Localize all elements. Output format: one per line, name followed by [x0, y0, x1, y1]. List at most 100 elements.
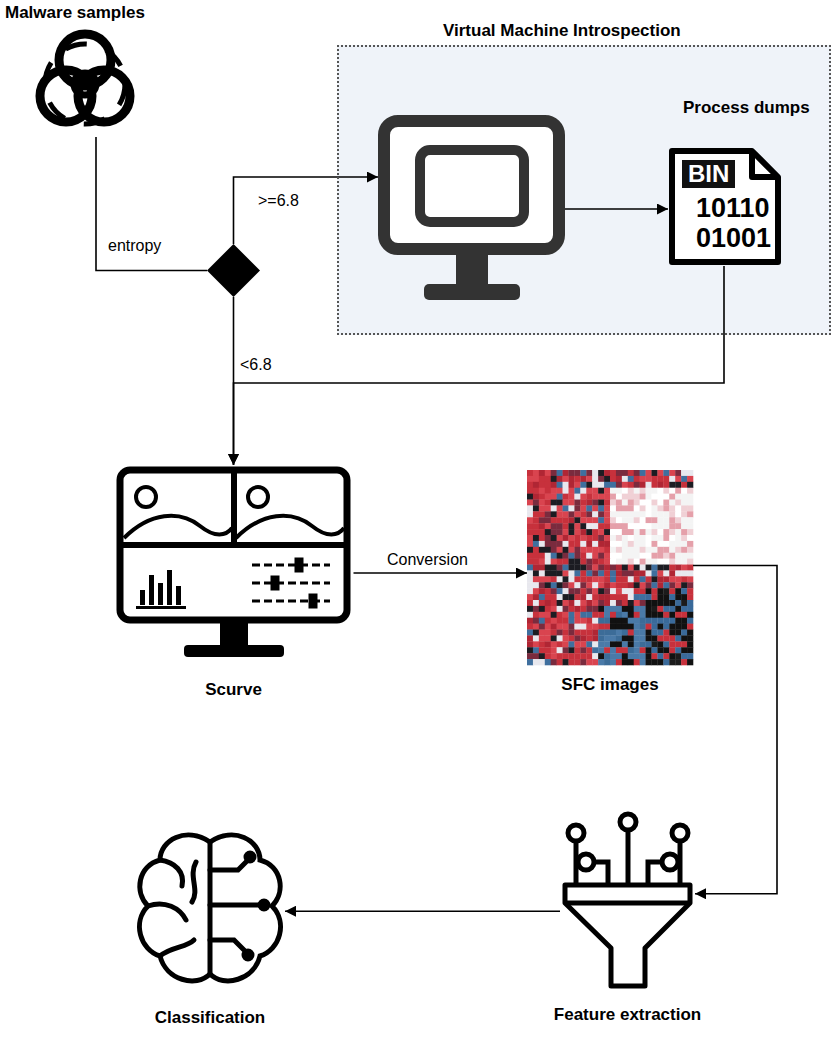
- scurve-frame: [120, 470, 347, 620]
- sfc-pixel: [563, 600, 569, 606]
- sfc-pixel: [527, 630, 533, 636]
- sfc-pixel: [598, 559, 604, 565]
- sfc-pixel: [551, 570, 557, 576]
- sfc-pixel: [646, 505, 652, 511]
- sfc-pixel: [545, 500, 551, 506]
- sfc-pixel: [646, 606, 652, 612]
- sfc-pixel: [640, 618, 646, 624]
- sfc-pixel: [557, 535, 563, 541]
- sfc-pixel: [592, 641, 598, 647]
- sfc-pixel: [663, 488, 669, 494]
- sfc-pixel: [687, 476, 693, 482]
- sfc-pixel: [539, 523, 545, 529]
- sfc-pixel: [628, 594, 634, 600]
- sfc-pixel: [652, 547, 658, 553]
- sfc-pixel: [527, 541, 533, 547]
- sfc-pixel: [586, 594, 592, 600]
- sfc-pixel: [604, 653, 610, 659]
- sfc-pixel: [551, 488, 557, 494]
- biohazard-icon: [40, 34, 130, 124]
- biohazard-core: [74, 73, 96, 95]
- sfc-pixel: [551, 565, 557, 571]
- brain-midline: [208, 842, 213, 974]
- node-heading: Scurve: [205, 680, 262, 700]
- sfc-pixel: [634, 659, 640, 665]
- scurve-tool: Scurve: [114, 465, 354, 665]
- sfc-pixel: [533, 588, 539, 594]
- sfc-pixel: [539, 659, 545, 665]
- sfc-pixel: [640, 500, 646, 506]
- sfc-pixel: [586, 494, 592, 500]
- sfc-pixel: [646, 612, 652, 618]
- sfc-pixel: [551, 594, 557, 600]
- sfc-pixel: [634, 523, 640, 529]
- sfc-pixel: [580, 541, 586, 547]
- sfc-pixel: [598, 494, 604, 500]
- sfc-pixel: [539, 535, 545, 541]
- sfc-pixel: [616, 470, 622, 476]
- sfc-pixel: [527, 547, 533, 553]
- sfc-pixel: [604, 517, 610, 523]
- sfc-pixel: [527, 523, 533, 529]
- brain-icon: [139, 835, 280, 981]
- sfc-pixel: [569, 594, 575, 600]
- sfc-pixel: [628, 470, 634, 476]
- sfc-pixel: [628, 570, 634, 576]
- sfc-pixel: [551, 612, 557, 618]
- panel-wave: [236, 516, 344, 538]
- sfc-pixel: [646, 470, 652, 476]
- sfc-pixel: [610, 641, 616, 647]
- sfc-pixel: [574, 559, 580, 565]
- sfc-pixel: [687, 494, 693, 500]
- sfc-pixel: [539, 482, 545, 488]
- sfc-pixel: [563, 653, 569, 659]
- sfc-pixel: [669, 505, 675, 511]
- bar: [158, 583, 163, 605]
- sfc-pixel: [574, 647, 580, 653]
- sfc-pixel: [574, 500, 580, 506]
- sfc-pixel: [640, 541, 646, 547]
- sfc-pixel: [652, 517, 658, 523]
- sfc-pixel: [622, 494, 628, 500]
- sfc-pixel: [604, 511, 610, 517]
- sfc-pixel: [551, 482, 557, 488]
- sfc-pixel: [687, 647, 693, 653]
- sfc-pixel: [527, 505, 533, 511]
- sfc-pixel: [687, 635, 693, 641]
- sfc-pixel: [533, 630, 539, 636]
- sfc-pixel: [539, 517, 545, 523]
- sfc-pixel: [657, 582, 663, 588]
- sfc-pixel: [598, 535, 604, 541]
- sfc-pixel: [675, 641, 681, 647]
- sfc-pixel: [657, 488, 663, 494]
- sfc-pixel: [652, 565, 658, 571]
- sfc-pixel: [563, 641, 569, 647]
- sfc-pixel: [640, 641, 646, 647]
- sfc-pixel: [622, 659, 628, 665]
- sfc-pixel: [681, 570, 687, 576]
- bar: [167, 570, 172, 605]
- sfc-pixel: [539, 647, 545, 653]
- sfc-pixel: [616, 523, 622, 529]
- sfc-pixel: [551, 582, 557, 588]
- sfc-pixel: [681, 505, 687, 511]
- sfc-pixel: [527, 624, 533, 630]
- sfc-pixel: [574, 576, 580, 582]
- sfc-pixel: [586, 582, 592, 588]
- sfc-pixel: [652, 535, 658, 541]
- sfc-pixel: [652, 612, 658, 618]
- sfc-pixel: [527, 635, 533, 641]
- sfc-pixel: [687, 541, 693, 547]
- bar: [149, 575, 154, 605]
- scurve-base: [184, 645, 284, 657]
- sfc-pixel: [634, 576, 640, 582]
- sfc-pixel: [657, 588, 663, 594]
- sfc-pixel: [610, 647, 616, 653]
- sfc-pixel: [687, 570, 693, 576]
- brain-fold: [160, 940, 194, 956]
- circuit-wire: [648, 862, 662, 885]
- sfc-pixel: [610, 535, 616, 541]
- sfc-pixel: [634, 570, 640, 576]
- sfc-pixel: [669, 529, 675, 535]
- sfc-pixel: [681, 606, 687, 612]
